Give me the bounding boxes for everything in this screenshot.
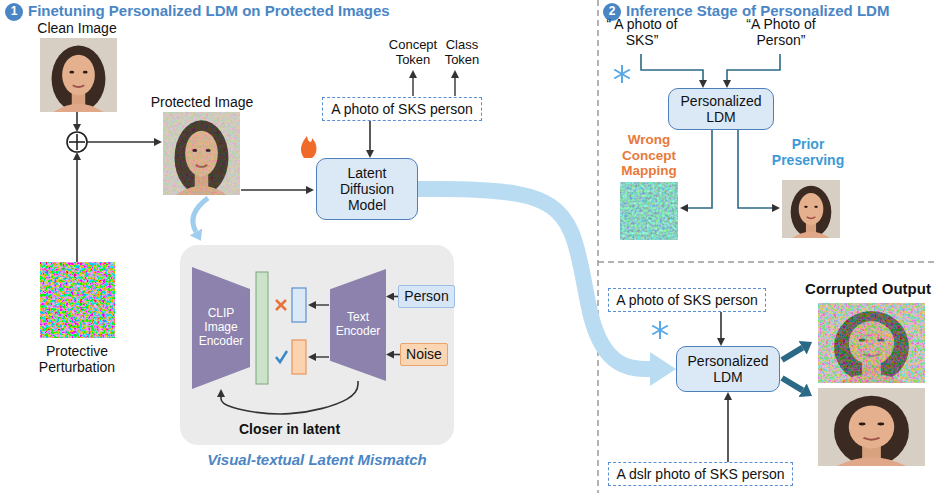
model-box: Latent Diffusion Model [316, 158, 418, 220]
encoder-shape [192, 267, 250, 389]
caption-label: Wrong Concept Mapping [614, 132, 684, 179]
caption-label: Protective Perturbation [22, 343, 132, 375]
text-embedding [292, 340, 306, 374]
label-holder: Prior Preserving [768, 136, 848, 168]
label-holder: Wrong Concept Mapping [614, 132, 684, 179]
prompt-box: A photo of SKS person [608, 288, 766, 312]
output-arrow [782, 378, 803, 390]
node-label: A photo of SKS person [616, 292, 758, 308]
connector-arrow [369, 121, 371, 150]
label-holder: “A Photo of Person” [735, 16, 827, 48]
connector-arrow [221, 381, 358, 414]
corruption-overlay [818, 303, 925, 383]
token-pointer [412, 78, 413, 96]
generated-output [818, 388, 925, 466]
caption-label: “A Photo of Person” [735, 16, 827, 48]
divider-line [597, 0, 599, 493]
add-symbol [76, 134, 78, 150]
flow-arrow [76, 160, 78, 262]
latent-bar [256, 272, 268, 384]
caption-label: Corrupted Output [800, 280, 936, 297]
text-embedding [292, 288, 306, 322]
label-holder: Corrupted Output [800, 280, 936, 297]
flow-arrow [316, 304, 329, 305]
label-holder: Finetuning Personalized LDM on Protected… [28, 2, 468, 19]
node-label: Personalized LDM [683, 353, 773, 385]
prompt-line [641, 54, 703, 80]
output-line [688, 130, 712, 208]
zoom-arrow [193, 198, 208, 232]
match-mark [276, 351, 287, 362]
panel-heading: Visual-textual Latent Mismatch [180, 451, 454, 468]
inset-panel-ground [180, 245, 454, 445]
label-holder: Concept Token [383, 38, 443, 68]
node-label: Person [404, 288, 448, 304]
token-box: Person [398, 285, 455, 308]
flow-arrow [76, 112, 78, 124]
node-label: A dslr photo of SKS person [616, 466, 784, 482]
transfer-arrow [418, 189, 650, 369]
mismatch-mark [276, 300, 286, 310]
prior-output [782, 180, 840, 238]
section-title: Finetuning Personalized LDM on Protected… [28, 2, 468, 19]
label-holder: Clean Image [27, 20, 127, 36]
frozen-icon [652, 321, 668, 339]
label-holder: Closer in latent [210, 421, 370, 437]
mismatch-mark [276, 300, 286, 310]
prompt-box: A photo of SKS person [322, 97, 482, 121]
caption-label: Protected Image [150, 94, 254, 110]
encoder-block: Text Encoder [330, 269, 386, 381]
corrupted-output [818, 303, 925, 383]
node-label: Personalized LDM [675, 93, 767, 125]
flow-arrow [316, 356, 329, 357]
clean-photo [40, 38, 117, 112]
caption-label: Concept Token [383, 38, 443, 68]
label-holder: Protected Image [150, 94, 254, 110]
trainable-icon [301, 136, 317, 158]
caption-label: Clean Image [27, 20, 127, 36]
label-holder: Protective Perturbation [22, 343, 132, 375]
inset-panel: Visual-textual Latent MismatchCLIP Image… [180, 245, 454, 445]
edge-label: Closer in latent [210, 421, 370, 437]
protected-photo [163, 112, 240, 195]
label-holder: Class Token [440, 38, 484, 68]
caption-label: Class Token [440, 38, 484, 68]
node-label: Text Encoder [334, 311, 382, 339]
flow-arrow [87, 141, 154, 143]
caption-label: “ A photo of SKS” [605, 16, 679, 48]
node-label: Noise [406, 346, 442, 362]
connector-arrow [720, 312, 722, 338]
node-label: A photo of SKS person [331, 101, 473, 117]
model-box: Personalized LDM [676, 346, 780, 392]
frozen-icon [614, 65, 630, 83]
noise-output [620, 182, 678, 240]
output-line [738, 130, 772, 208]
output-arrow [782, 348, 803, 360]
step-badge: 1 [5, 3, 23, 21]
caption-label: Prior Preserving [768, 136, 848, 168]
node-label: CLIP Image Encoder [196, 307, 246, 348]
perturbation-image [40, 262, 115, 338]
token-box: Noise [400, 343, 448, 366]
token-pointer [454, 78, 455, 96]
add-symbol [67, 132, 87, 152]
prompt-box: A dslr photo of SKS person [608, 462, 793, 486]
node-label: Latent Diffusion Model [323, 165, 411, 213]
encoder-block: CLIP Image Encoder [192, 267, 250, 389]
label-holder: “ A photo of SKS” [605, 16, 679, 48]
perturbation-overlay [163, 112, 240, 195]
connector-arrow [727, 400, 729, 462]
model-box: Personalized LDM [668, 88, 774, 130]
node-label: 1 [11, 5, 18, 19]
encoder-shape [330, 269, 386, 381]
divider-line [598, 261, 938, 263]
flow-arrow [241, 189, 306, 191]
prompt-line [727, 54, 780, 80]
